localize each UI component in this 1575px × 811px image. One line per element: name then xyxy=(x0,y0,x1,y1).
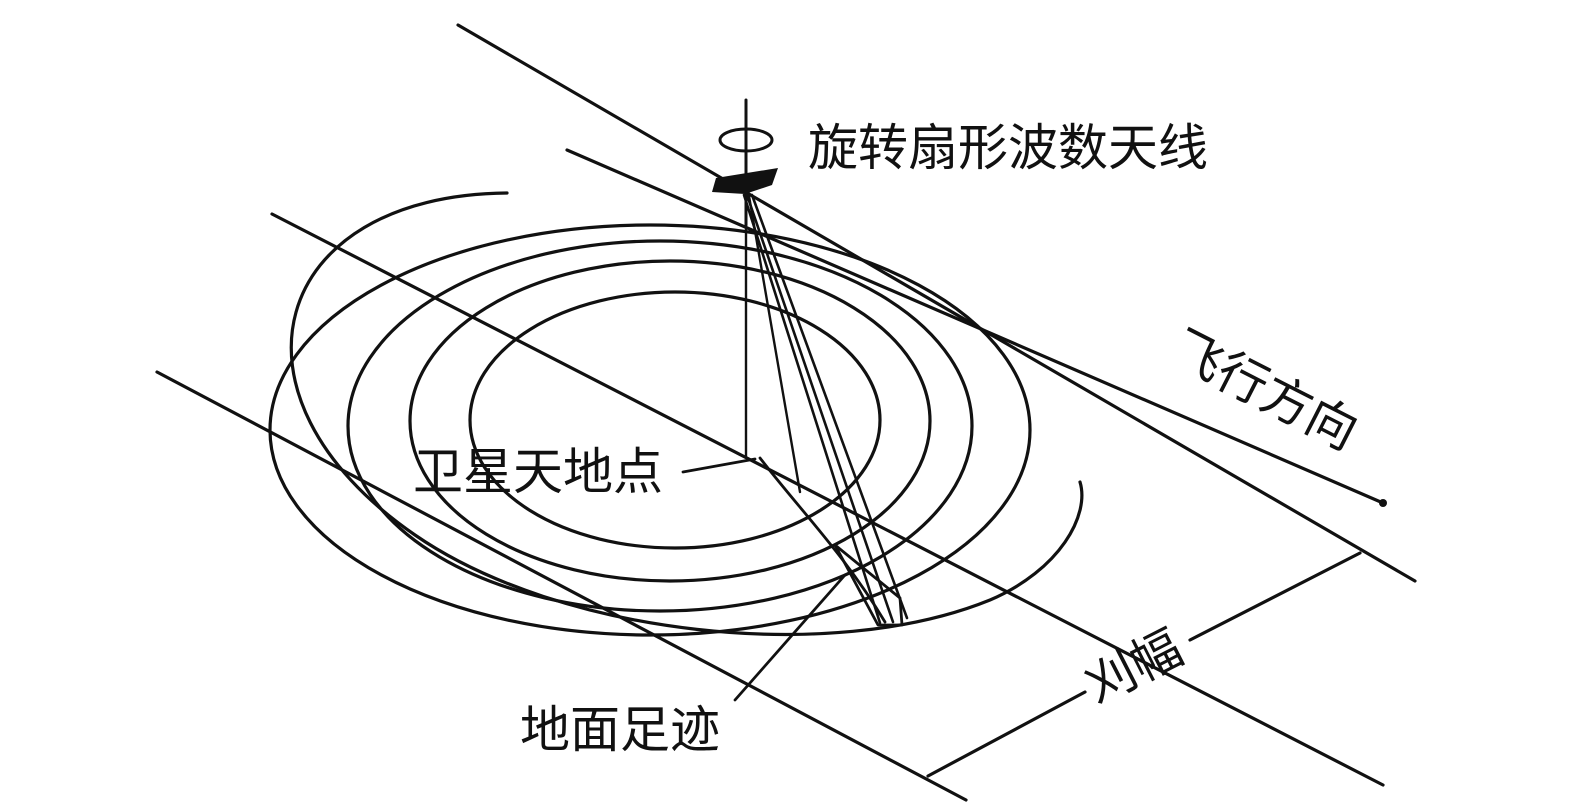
center-track-line xyxy=(270,212,1385,787)
footprint-ring-2 xyxy=(408,259,932,583)
footprint-rings xyxy=(268,191,1084,637)
upper-flight-line xyxy=(456,23,1417,583)
nadir-leader-line xyxy=(681,457,757,474)
ground-footprint-label: 地面足迹 xyxy=(520,701,720,759)
beam-line-5 xyxy=(747,194,802,494)
leader-lines xyxy=(681,457,847,702)
antenna-rotation-ring-icon xyxy=(718,127,774,153)
footprint-ring-4 xyxy=(268,223,1032,637)
fan-beam xyxy=(742,193,909,627)
flight-direction-arrow-line xyxy=(565,148,1385,505)
antenna-label: 旋转扇形波数天线 xyxy=(808,119,1208,177)
flight-direction-label: 飞行方向 xyxy=(1163,319,1368,461)
beam-line-4 xyxy=(742,193,882,625)
footprint-ring-3 xyxy=(346,239,974,613)
swath-dimension-upper-segment xyxy=(1188,551,1362,642)
flight-direction-arrowhead xyxy=(1379,499,1387,507)
lower-swath-edge-line xyxy=(155,370,968,802)
footprint-ring-1 xyxy=(468,290,882,550)
beam-line-3 xyxy=(750,193,909,620)
swath-dimension-lower-segment xyxy=(926,690,1087,778)
beam-spread-curve xyxy=(758,456,887,624)
swath-dimension xyxy=(926,551,1362,778)
antenna-dish-icon xyxy=(712,168,778,194)
beam-footprint-patch xyxy=(833,543,904,627)
flight-lines xyxy=(155,23,1417,802)
footprint-leader-line xyxy=(733,573,847,702)
footprint-ring-5-arc xyxy=(289,191,1084,637)
nadir-label: 卫星天地点 xyxy=(413,443,663,501)
swath-label: 刈幅 xyxy=(1076,619,1191,716)
beam-line-2 xyxy=(745,193,895,624)
